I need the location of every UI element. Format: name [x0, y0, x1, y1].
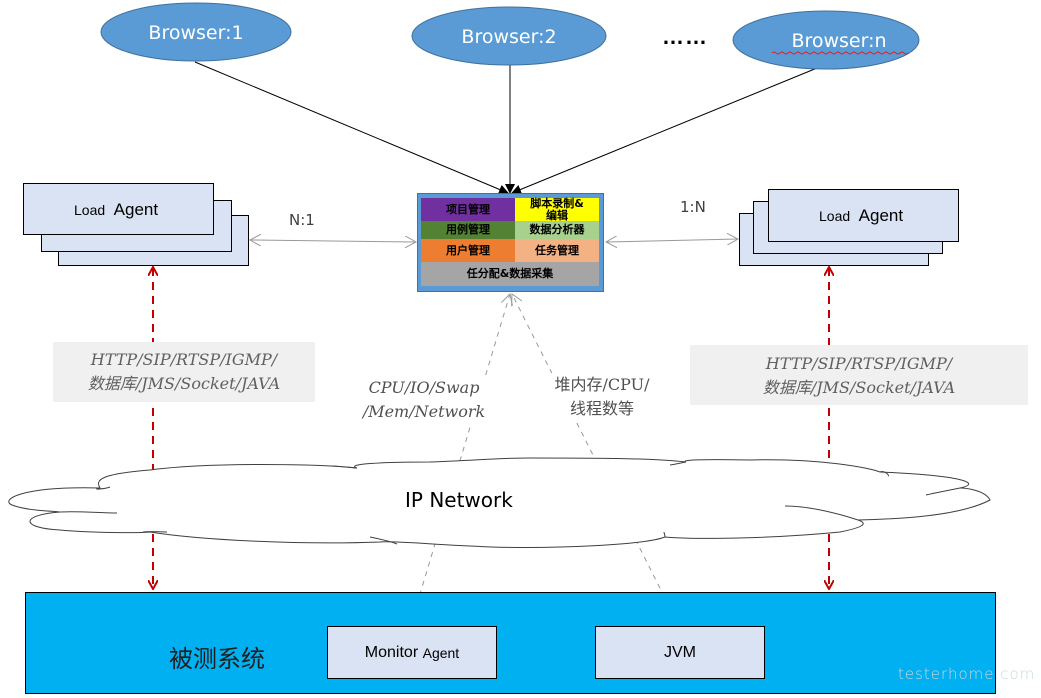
module-label: 用户管理 — [446, 243, 490, 257]
jvm-metrics-label: 堆内存/CPU/ 线程数等 — [542, 373, 662, 421]
protocols-line-2: 数据库/JMS/Socket/JAVA — [87, 374, 281, 393]
browser-label: Browser:2 — [461, 26, 556, 48]
load-label: Load — [74, 202, 106, 218]
module-project-management: 项目管理 — [421, 198, 515, 221]
system-under-test: 被测系统 Monitor Agent JVM — [25, 592, 996, 694]
agent-card-front: Load Agent — [768, 189, 959, 242]
right-agent-link — [606, 239, 738, 242]
module-case-management: 用例管理 — [421, 221, 515, 239]
module-label: 任分配&数据采集 — [466, 267, 554, 280]
watermark: testerhome.com — [898, 665, 1036, 683]
module-label: 项目管理 — [446, 202, 490, 216]
jvm-metrics-line-2: 线程数等 — [569, 399, 634, 418]
load-label: Load — [819, 208, 851, 224]
protocols-line-2: 数据库/JMS/Socket/JAVA — [762, 378, 956, 397]
protocols-line-1: HTTP/SIP/RTSP/IGMP/ — [765, 354, 953, 373]
browser1-link — [194, 61, 509, 195]
jvm-box: JVM — [595, 626, 765, 679]
browsern-link — [511, 65, 823, 195]
os-metrics-line-1: CPU/IO/Swap — [368, 378, 480, 397]
browser-label: Browser:1 — [148, 22, 243, 44]
right-protocols-label: HTTP/SIP/RTSP/IGMP/ 数据库/JMS/Socket/JAVA — [690, 345, 1028, 405]
module-label: 数据分析器 — [529, 223, 585, 236]
jvm-metrics-line-1: 堆内存/CPU/ — [554, 375, 650, 394]
browser-node-n: Browser:n — [732, 10, 920, 70]
monitor-agent-box: Monitor Agent — [327, 626, 497, 679]
left-protocols-label: HTTP/SIP/RTSP/IGMP/ 数据库/JMS/Socket/JAVA — [53, 342, 315, 402]
module-script-recording: 脚本录制&编辑 — [515, 196, 599, 222]
module-task-dispatch-data-collection: 任分配&数据采集 — [421, 262, 599, 286]
monitor-agent-link — [411, 294, 510, 624]
module-data-analyzer: 数据分析器 — [515, 221, 599, 239]
module-label: 脚本录制&编辑 — [530, 196, 584, 222]
ip-network-label: IP Network — [405, 488, 513, 512]
more-browsers-ellipsis: …… — [662, 24, 708, 49]
browser-node-2: Browser:2 — [411, 6, 607, 66]
agent-label: Agent — [858, 206, 904, 225]
agent-card-front: Load Agent — [23, 183, 214, 235]
os-metrics-line-2: /Mem/Network — [362, 402, 486, 421]
os-metrics-label: CPU/IO/Swap /Mem/Network — [358, 376, 490, 424]
agent-label: Agent — [422, 644, 460, 661]
left-agent-link — [250, 240, 416, 242]
module-user-management: 用户管理 — [421, 239, 515, 262]
monitor-label: Monitor — [364, 643, 419, 661]
agent-label: Agent — [113, 200, 159, 219]
controller-server: 项目管理 脚本录制&编辑 用例管理 数据分析器 用户管理 任务管理 任分配&数据… — [417, 193, 604, 292]
browser-label: Browser:n — [791, 30, 886, 52]
load-agent-label: Load Agent — [819, 206, 903, 226]
load-agent-label: Load Agent — [74, 200, 158, 220]
left-ratio-label: N:1 — [289, 211, 315, 229]
ip-network-cloud — [8, 457, 991, 549]
module-label: 任务管理 — [535, 243, 579, 257]
module-task-management: 任务管理 — [515, 239, 599, 262]
spellcheck-underline — [771, 51, 909, 55]
right-ratio-label: 1:N — [680, 198, 706, 216]
module-label: 用例管理 — [446, 223, 490, 236]
browser-node-1: Browser:1 — [100, 2, 292, 62]
system-under-test-title: 被测系统 — [169, 645, 265, 673]
protocols-line-1: HTTP/SIP/RTSP/IGMP/ — [90, 350, 278, 369]
jvm-label: JVM — [664, 643, 696, 661]
